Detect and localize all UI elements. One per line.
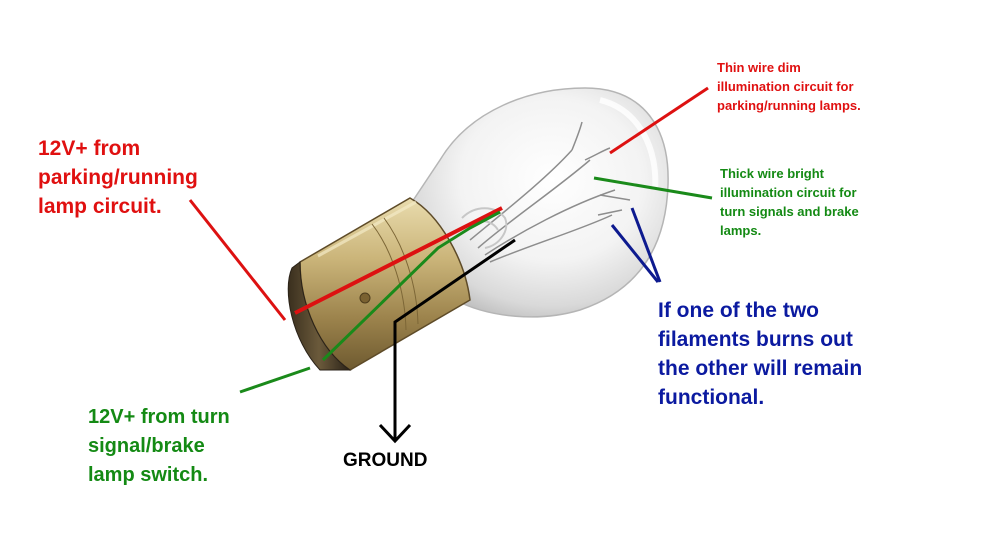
filament-callout (610, 207, 662, 283)
bulb-end-cap (287, 261, 352, 371)
ground-wire (378, 238, 516, 444)
ground-label: GROUND (343, 450, 428, 471)
bulb-glass (409, 87, 669, 318)
turn-brake-wire (239, 176, 713, 394)
bulb-base (299, 197, 471, 371)
parking-source-label: 12V+ from parking/running lamp circuit. (38, 137, 198, 218)
filament-supports (469, 121, 631, 263)
filament-note-label: If one of the two filaments burns out th… (658, 299, 863, 409)
thin-wire-label: Thin wire dim illumination circuit for p… (717, 60, 861, 113)
thick-wire-label: Thick wire bright illumination circuit f… (720, 166, 859, 238)
parking-wire (188, 86, 709, 321)
turn-source-label: 12V+ from turn signal/brake lamp switch. (88, 406, 230, 486)
